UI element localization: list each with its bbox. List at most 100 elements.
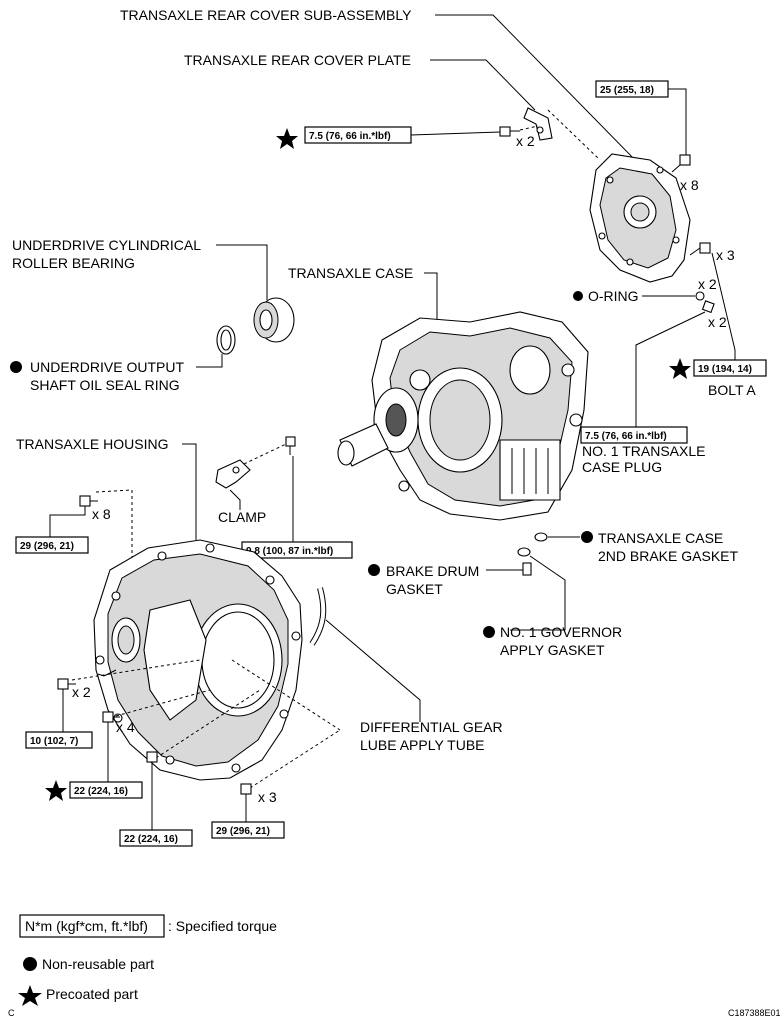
- torque-clamp-bolt: 9.8 (100, 87 in.*lbf): [246, 546, 333, 557]
- label-case-plug-2: CASE PLUG: [582, 459, 662, 475]
- label-oil-seal-2: SHAFT OIL SEAL RING: [30, 377, 180, 393]
- leader-transaxle-housing: [182, 443, 197, 540]
- case-2nd-brake-gasket-part: [534, 532, 548, 542]
- legend-precoated: Precoated part: [46, 986, 138, 1002]
- torque-box-housing-precoat: [69, 781, 143, 799]
- leader-governor-gasket: [510, 555, 566, 631]
- rear-cover-bolt-part: [671, 154, 691, 173]
- torque-housing-mid: 22 (224, 16): [124, 834, 178, 845]
- brake-drum-gasket-part: [522, 562, 532, 576]
- label-case-plug-1: NO. 1 TRANSAXLE: [582, 443, 705, 459]
- legend-torque-text: : Specified torque: [168, 918, 277, 934]
- label-rear-cover-sub-assembly: TRANSAXLE REAR COVER SUB-ASSEMBLY: [120, 7, 412, 23]
- leader-oil-seal: [196, 354, 223, 368]
- housing-bolt-top-part: [79, 495, 98, 507]
- qty-plug: x 2: [708, 314, 727, 330]
- non-reusable-dot-icon: [483, 626, 495, 638]
- precoated-star-icon: [669, 358, 691, 379]
- oil-seal-ring-part: [216, 325, 236, 355]
- label-governor-gasket-2: APPLY GASKET: [500, 642, 605, 658]
- non-reusable-dot-icon: [581, 531, 593, 543]
- precoated-star-icon: [276, 128, 298, 149]
- torque-bolt-a: 19 (194, 14): [698, 364, 752, 375]
- non-reusable-dot-icon: [23, 957, 37, 971]
- leader-case-plug: [635, 311, 706, 427]
- dash-plate-cover: [547, 109, 601, 161]
- corner-letter: C: [8, 1008, 15, 1018]
- cover-bolt-b-part: [689, 242, 711, 256]
- precoated-star-icon: [45, 780, 67, 801]
- case-plug-part: [701, 300, 715, 314]
- label-underdrive-bearing-2: ROLLER BEARING: [12, 255, 135, 271]
- torque-housing-precoat: 22 (224, 16): [74, 786, 128, 797]
- leader-transaxle-case: [424, 272, 438, 330]
- leader-underdrive-bearing: [216, 244, 268, 300]
- qty-housing-bolts-left: x 2: [72, 684, 91, 700]
- label-underdrive-bearing-1: UNDERDRIVE CYLINDRICAL: [12, 237, 201, 253]
- governor-gasket-part: [517, 547, 531, 557]
- label-clamp: CLAMP: [218, 509, 266, 525]
- rear-cover-sub-assembly-part: [589, 153, 691, 283]
- torque-box-housing-bottom: [211, 821, 285, 839]
- label-rear-cover-plate: TRANSAXLE REAR COVER PLATE: [184, 52, 411, 68]
- qty-plate-bolts: x 2: [516, 133, 535, 149]
- legend-non-reusable: Non-reusable part: [42, 956, 154, 972]
- leader-rear-cover-plate: [430, 59, 536, 111]
- leader-clamp: [229, 489, 241, 510]
- leader-rear-cover-sub-assembly: [435, 14, 641, 166]
- label-o-ring: O-RING: [588, 288, 639, 304]
- leader-plate-bolt: [410, 131, 501, 136]
- qty-o-ring: x 2: [698, 276, 717, 292]
- rear-cover-plate-part: [523, 107, 553, 141]
- label-transaxle-housing: TRANSAXLE HOUSING: [16, 436, 168, 452]
- label-brake-drum-gasket-1: BRAKE DRUM: [386, 563, 479, 579]
- legend-torque-box: [19, 914, 165, 938]
- clamp-part: [215, 459, 251, 489]
- torque-box-housing-mid: [119, 829, 193, 847]
- qty-cover-bolts-b: x 3: [716, 247, 735, 263]
- label-brake-drum-gasket-2: GASKET: [386, 581, 443, 597]
- dash-clamp: [243, 443, 287, 465]
- precoated-star-icon: [18, 985, 42, 1006]
- figure-code: C187388E01: [728, 1008, 781, 1018]
- leader-housing-top: [49, 506, 86, 537]
- torque-box-case-plug: [580, 426, 688, 444]
- non-reusable-dot-icon: [368, 564, 380, 576]
- underdrive-bearing-part: [253, 297, 295, 343]
- clamp-bolt-part: [285, 436, 296, 455]
- torque-housing-bottom: 29 (296, 21): [216, 826, 270, 837]
- label-2nd-brake-gasket-1: TRANSAXLE CASE: [598, 530, 723, 546]
- label-2nd-brake-gasket-2: 2ND BRAKE GASKET: [598, 548, 738, 564]
- label-transaxle-case: TRANSAXLE CASE: [288, 265, 413, 281]
- non-reusable-dot-icon: [573, 291, 583, 301]
- dash-plate-bolt: [519, 125, 539, 131]
- torque-box-housing-left: [25, 731, 93, 749]
- dash-housing-mid: [115, 689, 211, 717]
- o-ring-part: [695, 291, 705, 301]
- torque-housing-top: 29 (296, 21): [20, 541, 74, 552]
- label-lube-tube-2: LUBE APPLY TUBE: [360, 737, 485, 753]
- lube-apply-tube-part: [309, 587, 327, 646]
- plate-bolt-part: [499, 126, 520, 137]
- non-reusable-dot-icon: [10, 361, 22, 373]
- label-bolt-a: BOLT A: [708, 382, 756, 398]
- torque-case-plug: 7.5 (76, 66 in.*lbf): [585, 431, 667, 442]
- qty-cover-bolts: x 8: [680, 177, 699, 193]
- torque-box-housing-top: [15, 536, 89, 554]
- dash-housing-lower: [155, 689, 261, 759]
- qty-housing-bolts-bottom: x 3: [258, 789, 277, 805]
- leader-lube-tube: [325, 619, 421, 722]
- torque-rear-cover: 25 (255, 18): [600, 85, 654, 96]
- dash-housing-top-1: [95, 489, 133, 493]
- transaxle-case-part: [337, 311, 589, 521]
- qty-housing-bolts-mid: x 4: [116, 719, 135, 735]
- leader-bolt-a: [711, 252, 736, 360]
- label-lube-tube-1: DIFFERENTIAL GEAR: [360, 719, 503, 735]
- torque-box-bolt-a: [693, 359, 767, 377]
- torque-plate-bolt: 7.5 (76, 66 in.*lbf): [309, 131, 391, 142]
- label-governor-gasket-1: NO. 1 GOVERNOR: [500, 624, 622, 640]
- leader-rear-cover-torque: [668, 88, 687, 155]
- label-oil-seal-1: UNDERDRIVE OUTPUT: [30, 359, 184, 375]
- housing-bolt-bottom-part: [240, 783, 252, 802]
